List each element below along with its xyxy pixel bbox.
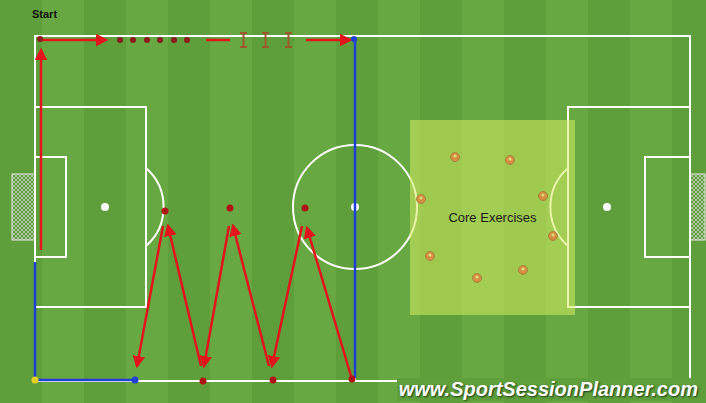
- start-label: Start: [30, 8, 59, 20]
- zone-title: Core Exercises: [448, 210, 536, 225]
- jog-path: [35, 40, 355, 380]
- cone: [32, 205, 356, 385]
- sprint-arrow: [41, 40, 350, 250]
- player-symbol: [417, 153, 558, 283]
- agility-dots: [37, 36, 357, 43]
- hurdle-symbol: [240, 33, 292, 47]
- goal-net: [12, 174, 35, 240]
- zigzag-arrow: [137, 226, 351, 376]
- goal-net: [690, 174, 705, 240]
- watermark: www.SportSessionPlanner.com: [397, 378, 700, 401]
- exercise-zone: Core Exercises: [410, 120, 575, 315]
- field-lines: [35, 36, 690, 381]
